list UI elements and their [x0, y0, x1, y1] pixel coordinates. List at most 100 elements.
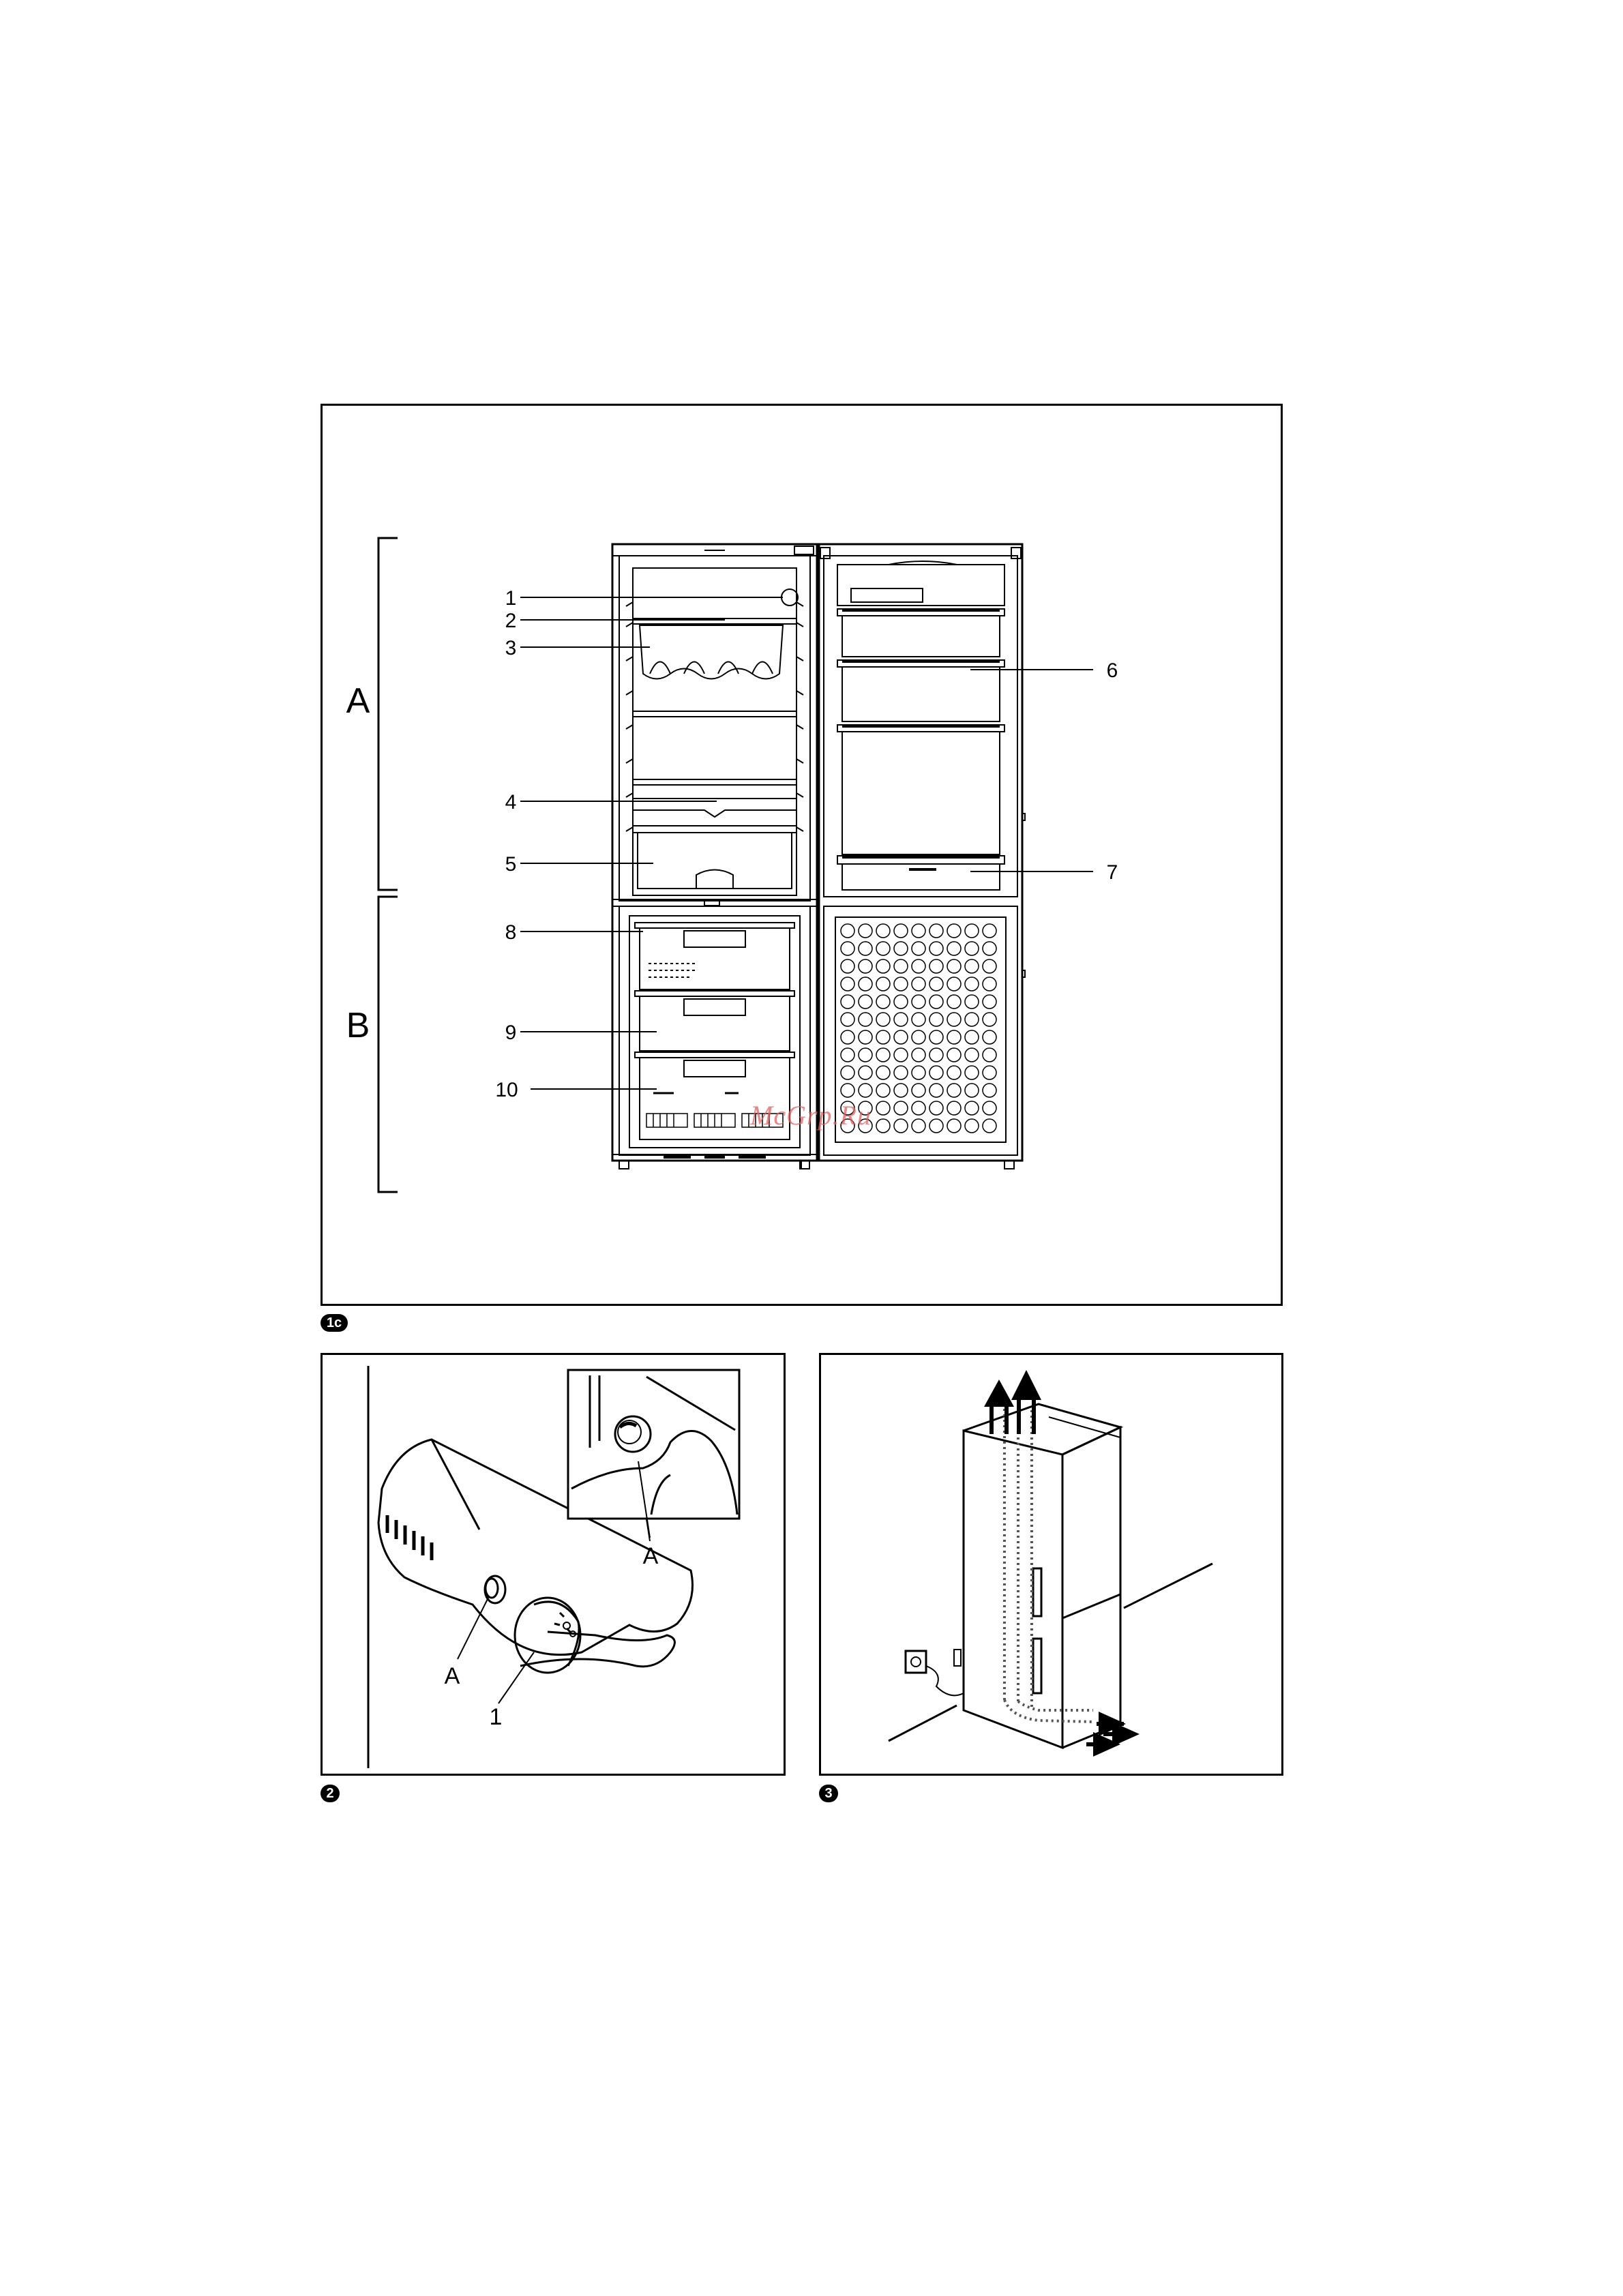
door-pattern-circle — [929, 1119, 943, 1133]
fridge-open-diagram: A B — [323, 406, 1285, 1308]
door-pattern-circle — [983, 1030, 996, 1044]
door-pattern-circle — [876, 959, 890, 973]
callout-lines — [520, 597, 1093, 1089]
ventilation-diagram — [821, 1355, 1285, 1778]
callout-3: 3 — [505, 637, 517, 659]
door-pattern-circle — [983, 1101, 996, 1115]
figure-3-frame — [819, 1353, 1283, 1776]
door-pattern-circle — [912, 1013, 925, 1026]
door-pattern-circle — [859, 924, 872, 938]
section-label-a: A — [346, 681, 370, 721]
door-pattern-circle — [912, 942, 925, 955]
door-pattern-circle — [965, 1013, 979, 1026]
door-pattern-circle — [859, 942, 872, 955]
door-pattern-circle — [965, 995, 979, 1009]
cabinet-body — [612, 544, 817, 1169]
door-pattern-circle — [965, 1084, 979, 1097]
door-pattern-circle — [912, 995, 925, 1009]
callout-6: 6 — [1107, 659, 1118, 682]
door-pattern-circle — [876, 1030, 890, 1044]
door-pattern-circle — [859, 1030, 872, 1044]
door-pattern-circle — [965, 924, 979, 938]
door-pattern-circle — [894, 942, 908, 955]
door-pattern-circle — [965, 1101, 979, 1115]
door-pattern-circle — [841, 924, 854, 938]
door-pattern-circle — [929, 1084, 943, 1097]
door-pattern-circle — [859, 995, 872, 1009]
door-pattern-circle — [876, 977, 890, 991]
door-pattern-circle — [841, 1066, 854, 1079]
door-pattern-circle — [965, 942, 979, 955]
door-pattern-circle — [876, 995, 890, 1009]
bracket-a — [378, 538, 398, 890]
door-pattern-circle — [947, 1101, 961, 1115]
figure-1c-frame: A B — [321, 404, 1283, 1306]
door-pattern-circle — [894, 1048, 908, 1062]
door-pattern-circle — [894, 977, 908, 991]
door-pattern-circle — [912, 1030, 925, 1044]
door-inside — [801, 544, 1025, 1169]
door-pattern-circle — [876, 924, 890, 938]
door-pattern-circle — [912, 1101, 925, 1115]
door-pattern-circle — [894, 959, 908, 973]
callout-10: 10 — [495, 1079, 518, 1101]
callout-2: 2 — [505, 610, 517, 632]
door-pattern-circle — [947, 1084, 961, 1097]
door-pattern-circle — [894, 924, 908, 938]
door-pattern-circle — [876, 1084, 890, 1097]
door-pattern-circle — [929, 1048, 943, 1062]
door-pattern-circle — [912, 1048, 925, 1062]
door-pattern-circle — [859, 1084, 872, 1097]
door-pattern-circle — [983, 1119, 996, 1133]
door-pattern-circle — [894, 995, 908, 1009]
door-pattern-circle — [859, 959, 872, 973]
watermark: McGrp.Ru — [750, 1099, 872, 1131]
door-pattern-circle — [894, 1066, 908, 1079]
door-pattern-circle — [983, 1066, 996, 1079]
section-label-b: B — [346, 1006, 370, 1045]
callout-9: 9 — [505, 1022, 517, 1044]
door-pattern-circle — [859, 977, 872, 991]
door-pattern-circle — [947, 924, 961, 938]
door-pattern-circle — [947, 942, 961, 955]
door-pattern-circle — [859, 1013, 872, 1026]
door-pattern-circle — [841, 1048, 854, 1062]
door-pattern-circle — [965, 1030, 979, 1044]
door-pattern-circle — [947, 1066, 961, 1079]
door-pattern-circle — [894, 1013, 908, 1026]
door-pattern-circle — [929, 1066, 943, 1079]
door-pattern-circle — [983, 1013, 996, 1026]
door-pattern-circle — [929, 1101, 943, 1115]
door-pattern-circle — [841, 1084, 854, 1097]
door-pattern-circle — [947, 977, 961, 991]
door-pattern-circle — [929, 924, 943, 938]
figure-2-badge: 2 — [321, 1785, 340, 1802]
callout-1: 1 — [505, 587, 517, 610]
door-pattern-circle — [912, 1066, 925, 1079]
door-pattern-circle — [876, 1119, 890, 1133]
door-pattern-circle — [965, 1119, 979, 1133]
door-pattern-circle — [912, 1084, 925, 1097]
door-pattern-circle — [929, 1013, 943, 1026]
door-pattern-circle — [841, 995, 854, 1009]
figure-2-frame: A 1 A — [321, 1353, 786, 1776]
callout-7: 7 — [1107, 861, 1118, 884]
door-pattern-circle — [876, 942, 890, 955]
door-pattern-circle — [929, 942, 943, 955]
door-pattern-circle — [841, 959, 854, 973]
door-pattern-circle — [983, 1048, 996, 1062]
door-pattern-circle — [894, 1101, 908, 1115]
section-brackets — [378, 538, 398, 1192]
door-pattern-circle — [876, 1013, 890, 1026]
door-pattern-circle — [912, 959, 925, 973]
door-pattern-circle — [983, 1084, 996, 1097]
door-pattern-circle — [912, 977, 925, 991]
door-pattern-circle — [983, 995, 996, 1009]
door-pattern-circle — [894, 1030, 908, 1044]
figure-1c-badge: 1c — [321, 1314, 348, 1332]
door-pattern-circle — [947, 1048, 961, 1062]
door-pattern-circle — [965, 959, 979, 973]
bracket-b — [378, 897, 398, 1192]
door-pattern-circle — [841, 1030, 854, 1044]
door-pattern-circle — [929, 995, 943, 1009]
